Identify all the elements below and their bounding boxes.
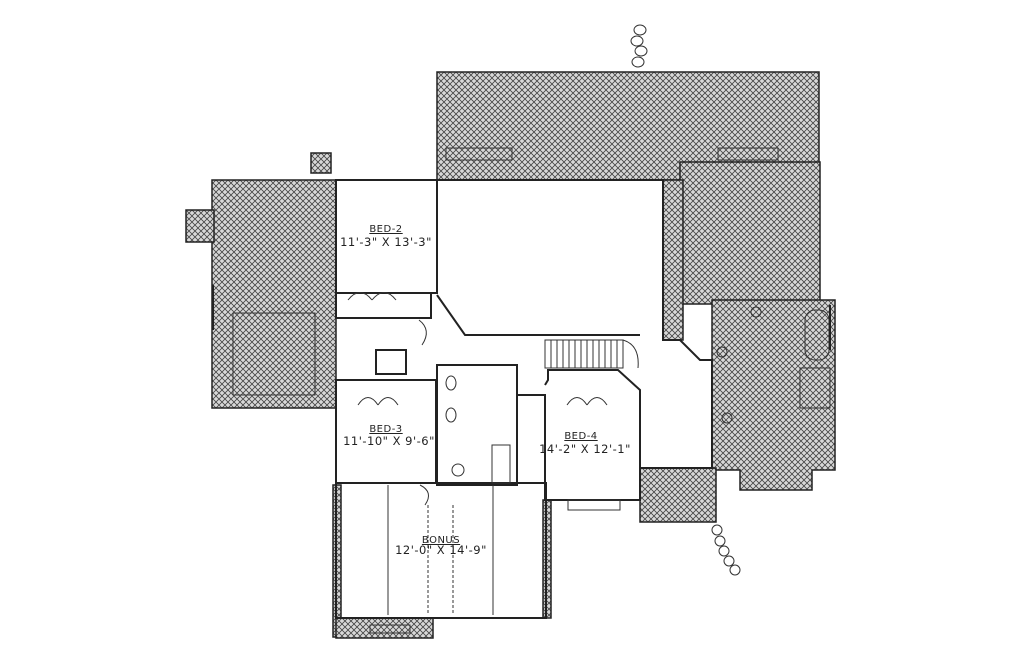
room-name-bed4: BED-4 — [564, 431, 597, 442]
stair-diagonal — [436, 294, 640, 336]
room-name-bed2: BED-2 — [369, 224, 402, 235]
fixtures — [445, 306, 831, 484]
bath-walls — [436, 364, 518, 486]
roof-vent — [310, 152, 332, 174]
stone-path-bottom — [711, 524, 741, 576]
roof-chimney-left — [185, 209, 215, 243]
roof-bottom-right — [639, 467, 717, 523]
windows — [212, 147, 831, 634]
room-dims-bed2: 11'-3" X 13'-3" — [340, 235, 432, 249]
walls — [232, 179, 713, 619]
room-dims-bed4: 14'-2" X 12'-1" — [539, 442, 631, 456]
bonus-walls — [335, 482, 547, 619]
room-name-bonus: BONUS — [422, 535, 460, 546]
roof-bonus-bottom — [335, 617, 434, 639]
door-swings — [347, 292, 608, 506]
room-dims-bed3: 11'-10" X 9'-6" — [343, 434, 435, 448]
room-dims-bonus: 12'-0" X 14'-9" — [395, 543, 487, 557]
roof-right-strip — [662, 179, 684, 341]
roof-areas — [185, 71, 836, 639]
open-to-below-walls — [437, 179, 713, 469]
stone-path-top — [630, 24, 648, 68]
roof-right — [679, 161, 821, 305]
stairs — [544, 339, 639, 369]
laundry — [375, 349, 407, 375]
roof-master-bath — [711, 299, 836, 491]
room-name-bed3: BED-3 — [369, 424, 402, 435]
bonus-dividers — [387, 485, 494, 615]
garage-door — [232, 312, 316, 396]
roof-left-garage — [211, 179, 337, 409]
